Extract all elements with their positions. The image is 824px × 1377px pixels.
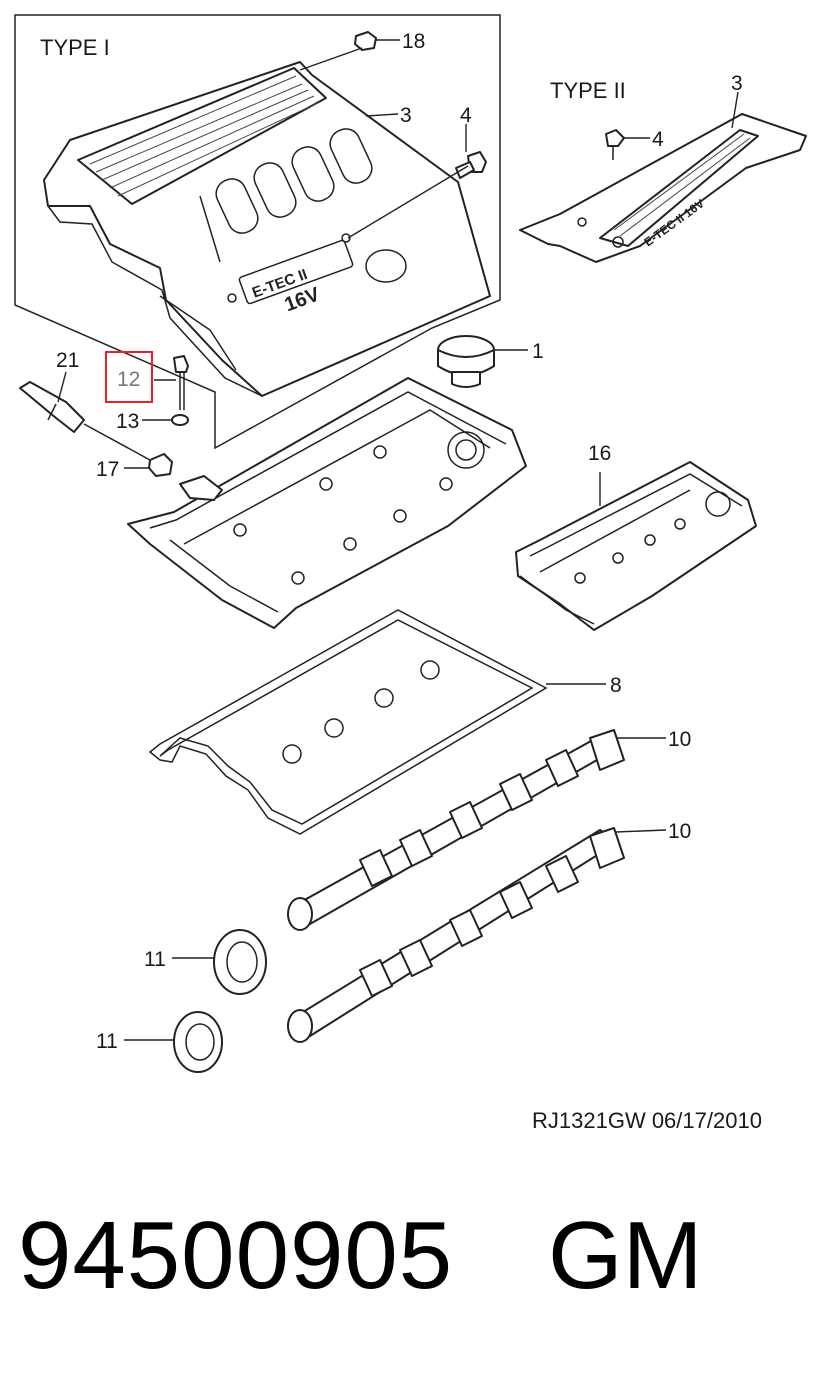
grommet-part-18 [299,31,377,71]
camshaft-part-10-lower [287,827,625,1043]
callout-13: 13 [116,410,139,433]
bolt-part-4-type1 [455,151,487,179]
type1-frame [14,14,501,450]
oil-seal-part-11-upper [213,929,267,995]
callout-4-type2: 4 [652,128,664,151]
bolt-part-12 [173,355,189,410]
type2-label: TYPE II [550,78,626,103]
callout-10-upper: 10 [668,728,691,751]
highlight-box-part-12 [105,351,153,403]
callout-4: 4 [460,104,472,127]
callout-1: 1 [532,340,544,363]
oil-seal-part-11-lower [173,1011,223,1073]
washer-part-13 [171,414,189,426]
callout-17: 17 [96,458,119,481]
callout-12: 12 [117,368,140,391]
leader-lines [57,39,739,1041]
camshaft-part-10-upper [287,729,625,931]
brand-name: GM [548,1202,703,1309]
callout-8: 8 [610,674,622,697]
oil-filler-cap-part-1 [437,335,495,388]
callout-11-lower: 11 [96,1030,118,1053]
tube-part-21 [19,381,151,461]
callout-18: 18 [402,30,425,53]
type1-label: TYPE I [40,35,110,60]
callout-11-upper: 11 [144,948,166,971]
part-number: 94500905 [18,1202,454,1309]
cylinder-head-cover-part-16 [515,461,757,631]
callout-3: 3 [400,104,412,127]
bolt-part-4-type2 [605,129,625,160]
gasket-part-8 [148,609,548,835]
callout-21: 21 [56,349,79,372]
cylinder-head-cover [127,377,527,629]
callout-16: 16 [588,442,611,465]
callout-10-lower: 10 [668,820,691,843]
grommet-part-17 [148,453,173,477]
diagram-reference: RJ1321GW 06/17/2010 [532,1108,762,1133]
callout-3-type2: 3 [731,72,743,95]
engine-cover-type1: E-TEC II 16V [43,61,491,397]
